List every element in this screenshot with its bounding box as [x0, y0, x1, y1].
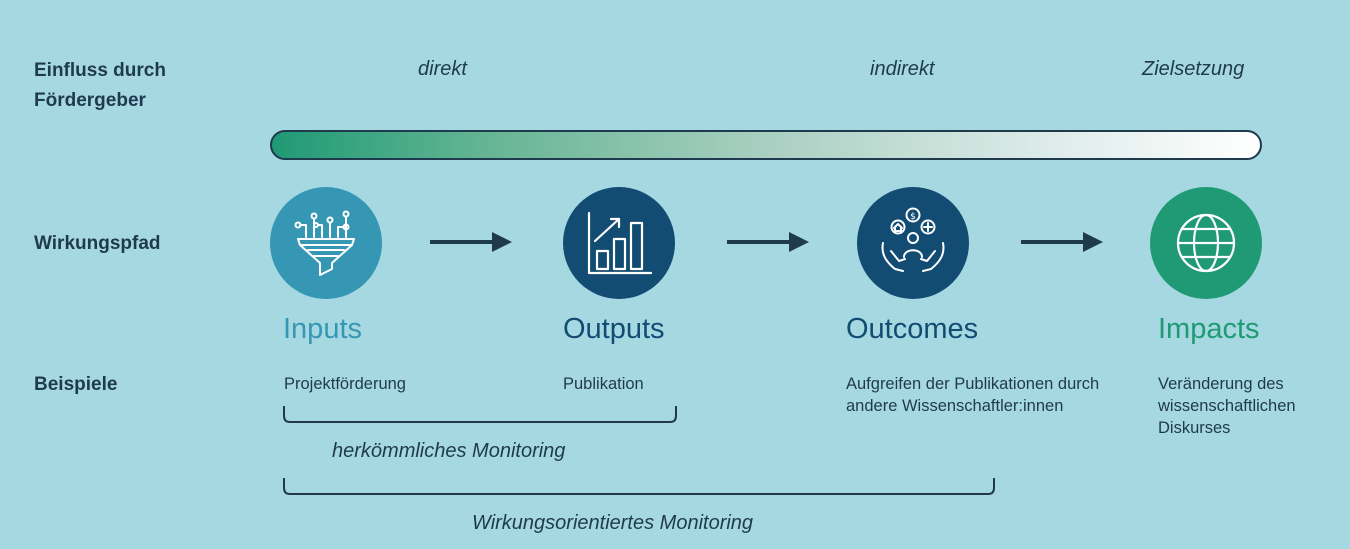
influence-direct: direkt [418, 58, 467, 80]
bracket-impact-oriented [282, 476, 996, 496]
label-beispiele: Beispiele [34, 374, 118, 395]
example-inputs: Projektförderung [284, 375, 406, 393]
stage-title-impacts: Impacts [1158, 313, 1260, 345]
stage-title-inputs: Inputs [283, 313, 362, 345]
example-outputs: Publikation [563, 375, 644, 393]
example-outcomes: Aufgreifen der Publikationen durch ander… [846, 375, 1100, 415]
example-impacts: Veränderung des wissenschaftlichen Disku… [1158, 375, 1296, 437]
monitoring-impact-oriented-label: Wirkungsorientiertes Monitoring [472, 512, 754, 534]
arrow-right-icon [430, 227, 512, 257]
influence-gradient-bar [270, 130, 1262, 160]
stage-title-outcomes: Outcomes [846, 313, 979, 345]
svg-text:$: $ [910, 212, 916, 222]
funnel-icon [270, 187, 382, 299]
label-einfluss: Einfluss durch Fördergeber [34, 60, 166, 111]
influence-goal: Zielsetzung [1142, 58, 1245, 80]
arrow-right-icon [1021, 227, 1103, 257]
hands-people-icon: $ [857, 187, 969, 299]
bar-chart-icon [563, 187, 675, 299]
label-wirkungspfad: Wirkungspfad [34, 233, 161, 254]
influence-indirect: indirekt [870, 58, 935, 80]
bracket-traditional [282, 404, 678, 424]
arrow-right-icon [727, 227, 809, 257]
globe-icon [1150, 187, 1262, 299]
stage-title-outputs: Outputs [563, 313, 665, 345]
monitoring-traditional-label: herkömmliches Monitoring [332, 440, 566, 462]
